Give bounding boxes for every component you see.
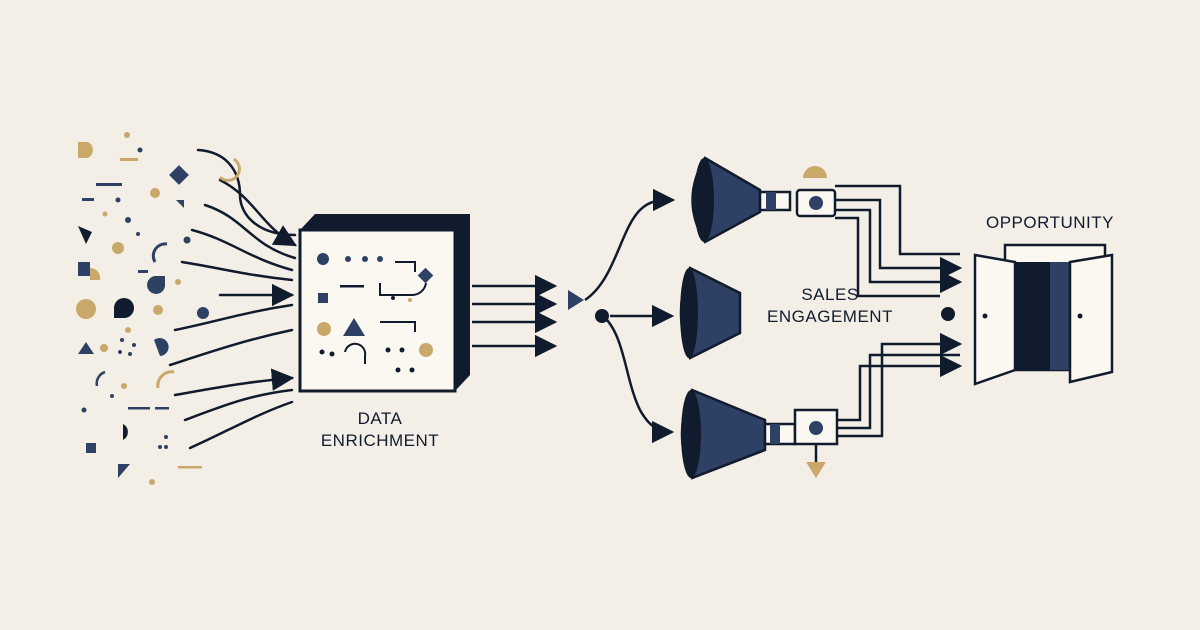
funnel-bottom (680, 388, 839, 480)
data-enrichment-label: DATA ENRICHMENT (300, 408, 460, 452)
opportunity-label: OPPORTUNITY (986, 213, 1114, 232)
opportunity-pipes (835, 184, 963, 438)
data-enrichment-line1: DATA (357, 409, 403, 428)
raw-data-particles (76, 132, 209, 485)
enrichment-output-arrows (472, 274, 558, 358)
branch-lines (584, 188, 676, 444)
funnel-top (691, 156, 837, 244)
data-enrichment-box (298, 214, 470, 393)
funnel-middle (679, 266, 742, 360)
sales-engagement-line1: SALES (801, 285, 859, 304)
pipe-node (941, 307, 955, 321)
data-enrichment-line2: ENRICHMENT (320, 431, 440, 450)
merge-triangle (568, 290, 584, 310)
sales-engagement-line2: ENGAGEMENT (767, 307, 893, 326)
opportunity-door-icon (973, 243, 1114, 386)
branch-node (595, 309, 609, 323)
sales-engagement-label: SALES ENGAGEMENT (740, 284, 920, 328)
input-flow-lines (168, 148, 297, 450)
